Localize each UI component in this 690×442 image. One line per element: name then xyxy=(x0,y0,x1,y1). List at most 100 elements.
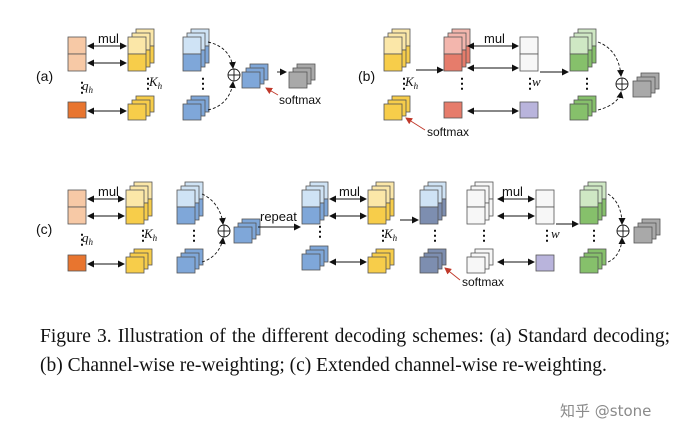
red-square-b-53 xyxy=(443,101,463,119)
out-gray-b-layer-77 xyxy=(632,80,652,98)
kh-stack-c-layer-top-86 xyxy=(125,189,145,208)
v-stack-c-layer-bottom-96 xyxy=(176,206,196,225)
curve-a-top-27 xyxy=(207,41,236,69)
curve-c-bottom-107 xyxy=(201,237,226,263)
k-h-text-c: K xyxy=(143,226,154,241)
kh-squares-a-layer-11 xyxy=(127,103,147,121)
k-h-text: K xyxy=(148,74,159,89)
softmax-label-b: softmax xyxy=(427,125,469,139)
softmax-arrow-b-78 xyxy=(405,117,426,131)
kh-stack-a-layer-bottom-8 xyxy=(127,53,147,72)
dots-repeat-c: ⋮ xyxy=(313,223,327,239)
curve-b-bottom-74 xyxy=(597,91,624,111)
dots-red-b: ⋮ xyxy=(455,75,469,91)
curve-c-top-106 xyxy=(201,193,226,225)
k-h-label-c: Kh xyxy=(143,226,158,243)
rep-squares-c-layer-120 xyxy=(301,253,321,271)
qh-token-c-top-79 xyxy=(67,189,87,208)
rep-stack-c-layer-bottom-117 xyxy=(301,206,321,225)
v-stack-a-layer-bottom-17 xyxy=(182,53,202,72)
kh-stack-c-layer-bottom-87 xyxy=(125,206,145,225)
softmax-arrow-c-176 xyxy=(444,267,461,281)
w-square-b-59 xyxy=(519,101,539,119)
figure-caption: Figure 3. Illustration of the different … xyxy=(40,326,670,376)
green-stack-c-layer-bottom-164 xyxy=(579,206,599,225)
w-square-c-157 xyxy=(535,254,555,272)
kh-stack-c2-layer-top-128 xyxy=(367,189,387,208)
dots-gray-c: ⋮ xyxy=(428,227,442,243)
kh-squares-c-layer-90 xyxy=(125,256,145,274)
dots-green-c: ⋮ xyxy=(587,227,601,243)
dots-w-c: ⋮ xyxy=(540,227,554,243)
w-token-c-bottom-156 xyxy=(535,206,555,225)
mul-label-b: mul xyxy=(484,31,505,46)
k-h-label-a: Kh xyxy=(148,74,163,91)
v-squares-a-layer-20 xyxy=(182,103,202,121)
qh-square-a-2 xyxy=(67,101,87,119)
v-squares-c-layer-99 xyxy=(176,256,196,274)
v-stack-a-layer-top-16 xyxy=(182,36,202,55)
white-stack-c-layer-bottom-148 xyxy=(466,206,486,225)
mul-label-a: mul xyxy=(98,31,119,46)
q-h-text: q xyxy=(82,78,89,93)
mul-label-c2: mul xyxy=(339,184,360,199)
out-blue-a-layer-31 xyxy=(241,71,261,89)
dots-w-b: ⋮ xyxy=(523,75,537,91)
k-h-text-c2: K xyxy=(383,226,394,241)
curve-b-top-73 xyxy=(597,41,625,77)
qh-token-a-top-0 xyxy=(67,36,87,55)
w-label-b: w xyxy=(532,74,541,89)
kh-stack-b-layer-top-41 xyxy=(383,36,403,55)
curve-c2-bottom-172 xyxy=(607,237,626,263)
green-squares-c-layer-167 xyxy=(579,256,599,274)
gray-stack-c-layer-top-138 xyxy=(419,189,439,208)
red-stack-b-layer-top-51 xyxy=(443,36,463,55)
k-h-label-c2: Kh xyxy=(383,226,398,243)
mul-label-c1: mul xyxy=(98,184,119,199)
out-gray-c-layer-175 xyxy=(633,226,653,244)
panel-b-label: (b) xyxy=(358,68,375,84)
green-squares-b-layer-69 xyxy=(569,103,589,121)
softmax-label-c: softmax xyxy=(462,275,504,289)
watermark: 知乎 @stone xyxy=(560,402,652,420)
k-h-sub-c: h xyxy=(153,233,158,243)
green-stack-b-layer-bottom-66 xyxy=(569,53,589,72)
qh-square-c-81 xyxy=(67,254,87,272)
mul-label-c3: mul xyxy=(502,184,523,199)
gray-stack-c-layer-bottom-139 xyxy=(419,206,439,225)
rep-stack-c-layer-top-116 xyxy=(301,189,321,208)
w-token-c-top-155 xyxy=(535,189,555,208)
panel-a-label: (a) xyxy=(36,68,53,84)
kh-stack-c2-layer-bottom-129 xyxy=(367,206,387,225)
w-token-b-bottom-58 xyxy=(519,53,539,72)
softmax-label-a: softmax xyxy=(279,93,321,107)
dots-v-a: ⋮ xyxy=(196,75,210,91)
q-h-text-c: q xyxy=(82,230,89,245)
dots-white-c: ⋮ xyxy=(477,227,491,243)
k-h-sub-c2: h xyxy=(393,233,398,243)
kh-squares-b-layer-45 xyxy=(383,103,403,121)
w-token-b-top-57 xyxy=(519,36,539,55)
white-stack-c-layer-top-147 xyxy=(466,189,486,208)
kh-stack-a-layer-top-7 xyxy=(127,36,147,55)
dots-green-b: ⋮ xyxy=(580,75,594,91)
k-h-label-b: Kh xyxy=(404,74,419,91)
dots-qh-a: ⋮ xyxy=(75,79,89,95)
q-h-sub: h xyxy=(89,85,94,95)
out-gray-a-layer-35 xyxy=(288,71,308,89)
white-squares-c-layer-151 xyxy=(466,256,486,274)
kh-squares-c2-layer-132 xyxy=(367,256,387,274)
curve-c2-top-171 xyxy=(607,193,626,225)
q-h-label-c: qh xyxy=(82,230,94,247)
dots-kh-a: ⋮ xyxy=(141,75,155,91)
k-h-sub-b: h xyxy=(414,81,419,91)
dots-kh-b: ⋮ xyxy=(397,75,411,91)
q-h-sub-c: h xyxy=(89,237,94,247)
panel-c-label: (c) xyxy=(36,221,52,237)
q-h-label-a: qh xyxy=(82,78,94,95)
out-blue-c-layer-110 xyxy=(233,226,253,244)
qh-token-c-bottom-80 xyxy=(67,206,87,225)
navy-squares-c-layer-142 xyxy=(419,256,439,274)
decoding-schemes-diagram: (a) mul ⋮ qh ⋮ Kh ⋮ softmax (b) ⋮ Kh ⋮ m… xyxy=(36,28,661,289)
repeat-label: repeat xyxy=(260,209,297,224)
